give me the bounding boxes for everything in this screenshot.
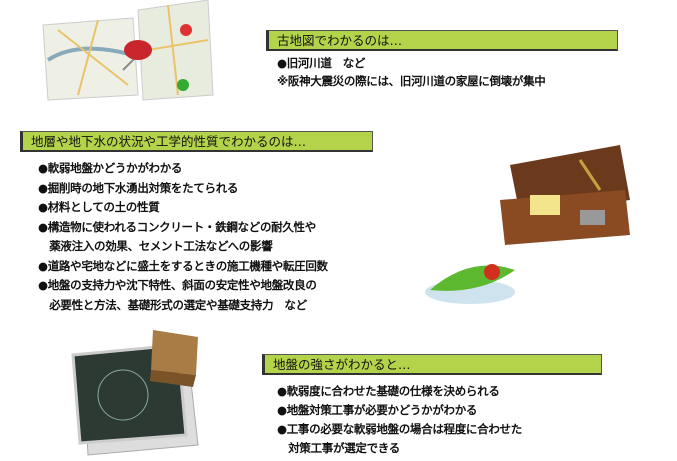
list-item: ●地盤対策工事が必要かどうかがわかる [277, 403, 478, 417]
list-item: ●道路や宅地などに盛土をするときの施工機種や転圧回数 [38, 259, 328, 273]
list-item: ●地盤の支持力や沈下特性、斜面の安定性や地盤改良の [38, 278, 317, 292]
list-item: 必要性と方法、基礎形式の選定や基礎支持力 など [38, 298, 307, 312]
list-item: ●旧河川道 など [277, 56, 366, 70]
leaf-ladybug-image [425, 264, 515, 304]
list-item: 薬液注入の効果、セメント工法などへの影響 [38, 239, 273, 253]
list-item: ●構造物に使われるコンクリート・鉄鋼などの耐久性や [38, 220, 316, 234]
section3-title: 地盤の強さがわかると… [273, 357, 411, 372]
soil-sample-photos-image [71, 330, 199, 456]
map-with-pins-image [42, 0, 214, 101]
section1-title: 古地図でわかるのは… [277, 33, 403, 48]
list-item: ●工事の必要な軟弱地盤の場合は程度に合わせた [277, 422, 522, 436]
list-item: ●軟弱地盤かどうかがわかる [38, 161, 183, 175]
list-item: ●材料としての土の性質 [38, 200, 160, 214]
section1-header: 古地図でわかるのは… [266, 30, 618, 51]
list-item: 対策工事が選定できる [277, 441, 400, 455]
list-item: ●軟弱度に合わせた基礎の仕様を決められる [277, 384, 500, 398]
section2-title: 地層や地下水の状況や工学的性質でわかるのは… [31, 134, 307, 149]
briefcase-image [500, 145, 630, 245]
list-item: ※阪神大震災の際には、旧河川道の家屋に倒壊が集中 [277, 74, 546, 88]
section2-header: 地層や地下水の状況や工学的性質でわかるのは… [20, 131, 373, 152]
list-item: ●掘削時の地下水湧出対策をたてられる [38, 181, 239, 195]
section3-header: 地盤の強さがわかると… [262, 354, 602, 375]
